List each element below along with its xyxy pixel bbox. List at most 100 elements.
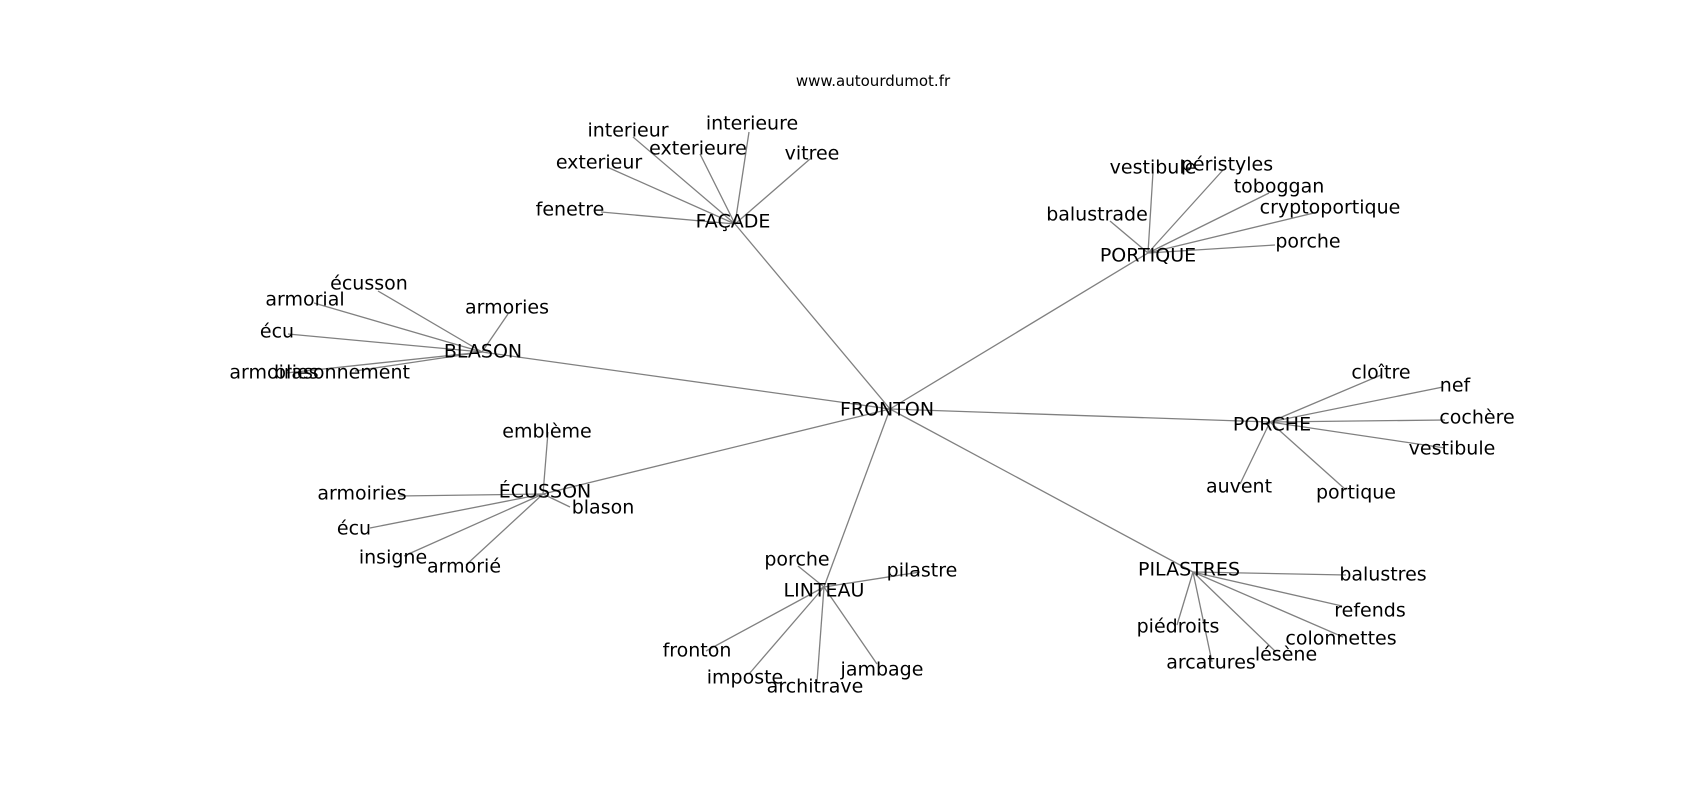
leaf-node-armorie[interactable]: armorié bbox=[427, 556, 501, 578]
leaf-node-auvent[interactable]: auvent bbox=[1206, 476, 1272, 498]
edge-porche-nef bbox=[1269, 386, 1444, 423]
leaf-node-nef[interactable]: nef bbox=[1440, 375, 1472, 397]
edge-ecusson-embleme bbox=[542, 431, 549, 495]
edge-blason-ecu bbox=[287, 333, 483, 353]
edge-facade-exterieur bbox=[606, 166, 736, 225]
leaf-node-peristyles[interactable]: péristyles bbox=[1181, 154, 1273, 176]
edge-portique-cryptoportique bbox=[1147, 211, 1319, 254]
leaf-node-portique[interactable]: portique bbox=[1316, 482, 1396, 504]
edge-pilastres-lesene bbox=[1192, 571, 1277, 653]
edge-center-pilastres bbox=[889, 408, 1194, 573]
cluster-node-portique[interactable]: PORTIQUE bbox=[1100, 245, 1196, 267]
node-labels: FRONTON FAÇADE interieur interieure exterieu… bbox=[229, 113, 1514, 698]
edge-pilastres-refends bbox=[1192, 571, 1343, 607]
edge-pilastres-balustres bbox=[1192, 571, 1347, 576]
leaf-node-exterieure[interactable]: exterieure bbox=[649, 138, 747, 160]
leaf-node-porche[interactable]: porche bbox=[1275, 231, 1340, 253]
edge-ecusson-blason bbox=[542, 493, 571, 508]
leaf-node-blason[interactable]: blason bbox=[572, 497, 635, 519]
edge-linteau-porche bbox=[797, 565, 825, 588]
edge-linteau-architrave bbox=[816, 586, 825, 683]
leaf-node-armories[interactable]: armories bbox=[465, 297, 549, 319]
leaf-node-balustres[interactable]: balustres bbox=[1339, 564, 1426, 586]
leaf-node-cochere[interactable]: cochère bbox=[1439, 407, 1514, 429]
leaf-node-ecu[interactable]: écu bbox=[260, 321, 294, 343]
edge-facade-interieure bbox=[734, 131, 750, 225]
edge-ecusson-armoiries bbox=[398, 493, 544, 497]
leaf-node-ecu[interactable]: écu bbox=[337, 518, 371, 540]
edge-portique-porche bbox=[1147, 244, 1276, 254]
leaf-node-refends[interactable]: refends bbox=[1334, 600, 1405, 622]
leaf-node-balustrade[interactable]: balustrade bbox=[1046, 204, 1148, 226]
edge-facade-fenetre bbox=[600, 211, 736, 225]
leaf-node-vestibule[interactable]: vestibule bbox=[1110, 157, 1197, 179]
leaf-node-armoiries[interactable]: armoiries bbox=[229, 362, 318, 384]
leaf-node-imposte[interactable]: imposte bbox=[707, 667, 784, 689]
leaf-node-toboggan[interactable]: toboggan bbox=[1234, 176, 1325, 198]
leaf-node-exterieur[interactable]: exterieur bbox=[556, 152, 643, 174]
leaf-node-colonnettes[interactable]: colonnettes bbox=[1285, 628, 1396, 650]
cluster-node-pilastres[interactable]: PILASTRES bbox=[1138, 559, 1240, 581]
edge-porche-cloitre bbox=[1269, 374, 1382, 423]
edge-ecusson-armorie bbox=[465, 493, 544, 566]
leaf-node-embleme[interactable]: emblème bbox=[502, 421, 591, 443]
edges bbox=[285, 131, 1446, 683]
leaf-node-fronton[interactable]: fronton bbox=[663, 640, 732, 662]
edge-linteau-jambage bbox=[823, 586, 878, 665]
edge-blason-armories bbox=[481, 313, 509, 353]
edge-blason-armoiries bbox=[285, 351, 483, 374]
cluster-node-blason[interactable]: BLASON bbox=[444, 341, 522, 363]
edge-ecusson-insigne bbox=[403, 493, 544, 557]
edge-linteau-fronton bbox=[705, 586, 825, 652]
edge-portique-toboggan bbox=[1147, 192, 1270, 254]
edge-portique-vestibule bbox=[1147, 171, 1154, 254]
edge-center-blason bbox=[481, 351, 891, 410]
leaf-node-architrave[interactable]: architrave bbox=[767, 676, 864, 698]
edge-linteau-pilastre bbox=[823, 571, 921, 588]
edge-blason-armorial bbox=[313, 302, 483, 353]
leaf-node-insigne[interactable]: insigne bbox=[359, 547, 427, 569]
leaf-node-lesene[interactable]: lésène bbox=[1255, 644, 1317, 666]
edge-center-linteau bbox=[823, 408, 891, 588]
leaf-node-interieur[interactable]: interieur bbox=[587, 120, 668, 142]
edge-porche-cochere bbox=[1269, 419, 1446, 423]
leaf-node-pilastre[interactable]: pilastre bbox=[887, 560, 958, 582]
edge-pilastres-piedroits bbox=[1176, 571, 1194, 626]
cluster-node-porche[interactable]: PORCHE bbox=[1233, 414, 1311, 436]
edge-ecusson-ecu bbox=[369, 493, 544, 529]
leaf-node-armoiries[interactable]: armoiries bbox=[317, 483, 406, 505]
leaf-node-porche[interactable]: porche bbox=[764, 549, 829, 571]
site-watermark: www.autourdumot.fr bbox=[796, 72, 951, 90]
leaf-node-ecusson[interactable]: écusson bbox=[330, 273, 408, 295]
leaf-node-jambage[interactable]: jambage bbox=[840, 659, 924, 681]
center-node-label[interactable]: FRONTON bbox=[840, 399, 934, 421]
edge-facade-exterieure bbox=[699, 153, 736, 225]
cluster-node-ecusson[interactable]: ÉCUSSON bbox=[499, 480, 591, 503]
edge-porche-auvent bbox=[1239, 421, 1271, 485]
edge-center-ecusson bbox=[542, 408, 891, 495]
leaf-node-vestibule[interactable]: vestibule bbox=[1409, 438, 1496, 460]
leaf-node-cloitre[interactable]: cloître bbox=[1351, 362, 1410, 384]
edge-porche-vestibule bbox=[1269, 421, 1446, 449]
leaf-node-cryptoportique[interactable]: cryptoportique bbox=[1260, 197, 1401, 219]
edge-pilastres-arcatures bbox=[1192, 571, 1213, 663]
edge-center-facade bbox=[734, 223, 891, 410]
leaf-node-armorial[interactable]: armorial bbox=[265, 289, 344, 311]
leaf-node-blasonnement[interactable]: blasonnement bbox=[274, 362, 410, 384]
cluster-node-linteau[interactable]: LINTEAU bbox=[784, 580, 865, 602]
leaf-node-arcatures[interactable]: arcatures bbox=[1166, 652, 1256, 674]
edge-center-portique bbox=[889, 252, 1149, 410]
edge-center-porche bbox=[889, 408, 1271, 423]
edge-blason-ecusson bbox=[377, 290, 483, 353]
cluster-node-facade[interactable]: FAÇADE bbox=[696, 211, 771, 233]
edge-porche-portique bbox=[1269, 421, 1347, 491]
leaf-node-fenetre[interactable]: fenetre bbox=[536, 199, 605, 221]
leaf-node-piedroits[interactable]: piédroits bbox=[1137, 616, 1220, 638]
edge-facade-vitree bbox=[734, 158, 811, 225]
leaf-node-vitree[interactable]: vitree bbox=[785, 143, 840, 165]
edge-blason-blasonnement bbox=[354, 351, 483, 372]
leaf-node-interieure[interactable]: interieure bbox=[706, 113, 798, 135]
edge-linteau-imposte bbox=[748, 586, 825, 675]
edge-portique-peristyles bbox=[1147, 169, 1224, 254]
